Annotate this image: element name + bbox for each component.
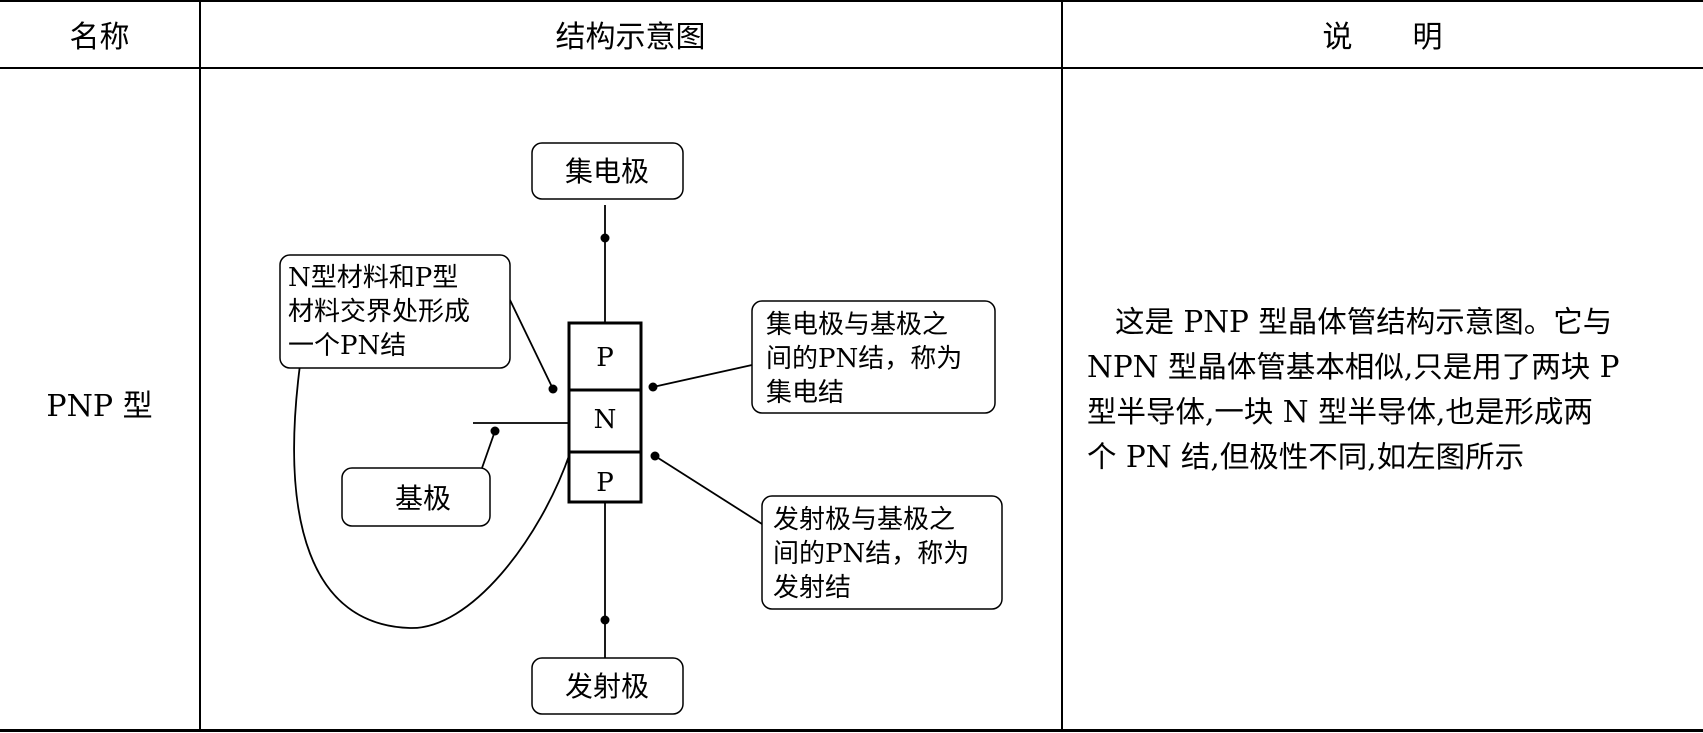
row-description: 这是 PNP 型晶体管结构示意图。它与 NPN 型晶体管基本相似,只是用了两块 … [1087, 300, 1687, 480]
layer-n: N [594, 405, 617, 435]
emitter-junction-note-line-1: 发射极与基极之 [773, 505, 955, 535]
junction-callout-curve [293, 364, 571, 629]
description-line-1: 这是 PNP 型晶体管结构示意图。它与 [1115, 305, 1613, 339]
collector-junction-note-line-1: 集电极与基极之 [766, 310, 948, 340]
row-name: PNP 型 [46, 388, 153, 424]
collector-junction-note-box [751, 300, 996, 414]
base-callout-line [481, 430, 496, 469]
table-bottom-border [0, 729, 1703, 732]
collector-label-box [531, 142, 684, 200]
header-description: 说 明 [1322, 19, 1443, 55]
collector-junction-dot [648, 382, 658, 392]
collector-junction-callout-line [652, 364, 753, 388]
base-label: 基极 [395, 482, 451, 515]
collector-label: 集电极 [565, 155, 649, 188]
collector-junction-note-line-2: 间的PN结，称为 [766, 344, 962, 374]
description-line-4: 个 PN 结,但极性不同,如左图所示 [1087, 440, 1525, 474]
junction-note-line-3: 一个PN结 [288, 331, 406, 361]
base-terminal-dot [490, 426, 500, 436]
junction-note-line-1: N型材料和P型 [288, 263, 458, 293]
table-header-divider [0, 67, 1703, 69]
collector-junction-note-line-3: 集电结 [766, 378, 844, 408]
column-divider-1 [199, 0, 201, 731]
emitter-junction-dot [650, 451, 660, 461]
emitter-junction-note-box [761, 495, 1003, 610]
column-divider-2 [1061, 0, 1063, 731]
header-diagram: 结构示意图 [555, 19, 706, 55]
base-label-box [341, 467, 491, 527]
layer-p-bottom: P [596, 468, 614, 498]
junction-note-box [279, 254, 511, 369]
table-top-border [0, 0, 1703, 2]
emitter-label-box [531, 657, 684, 715]
emitter-terminal-dot [600, 615, 610, 625]
description-line-3: 型半导体,一块 N 型半导体,也是形成两 [1087, 395, 1593, 429]
emitter-junction-note-line-3: 发射结 [773, 573, 851, 603]
junction-note-line-2: 材料交界处形成 [288, 297, 470, 327]
junction-callout-line [509, 299, 554, 390]
collector-terminal-dot [600, 233, 610, 243]
header-name: 名称 [69, 19, 130, 55]
junction-dot [548, 384, 558, 394]
emitter-junction-note-line-2: 间的PN结，称为 [773, 539, 969, 569]
layer-p-top: P [596, 343, 614, 373]
emitter-junction-callout-line [654, 455, 763, 525]
emitter-label: 发射极 [565, 670, 649, 703]
layer-stack [567, 321, 643, 504]
description-line-2: NPN 型晶体管基本相似,只是用了两块 P [1087, 350, 1620, 384]
